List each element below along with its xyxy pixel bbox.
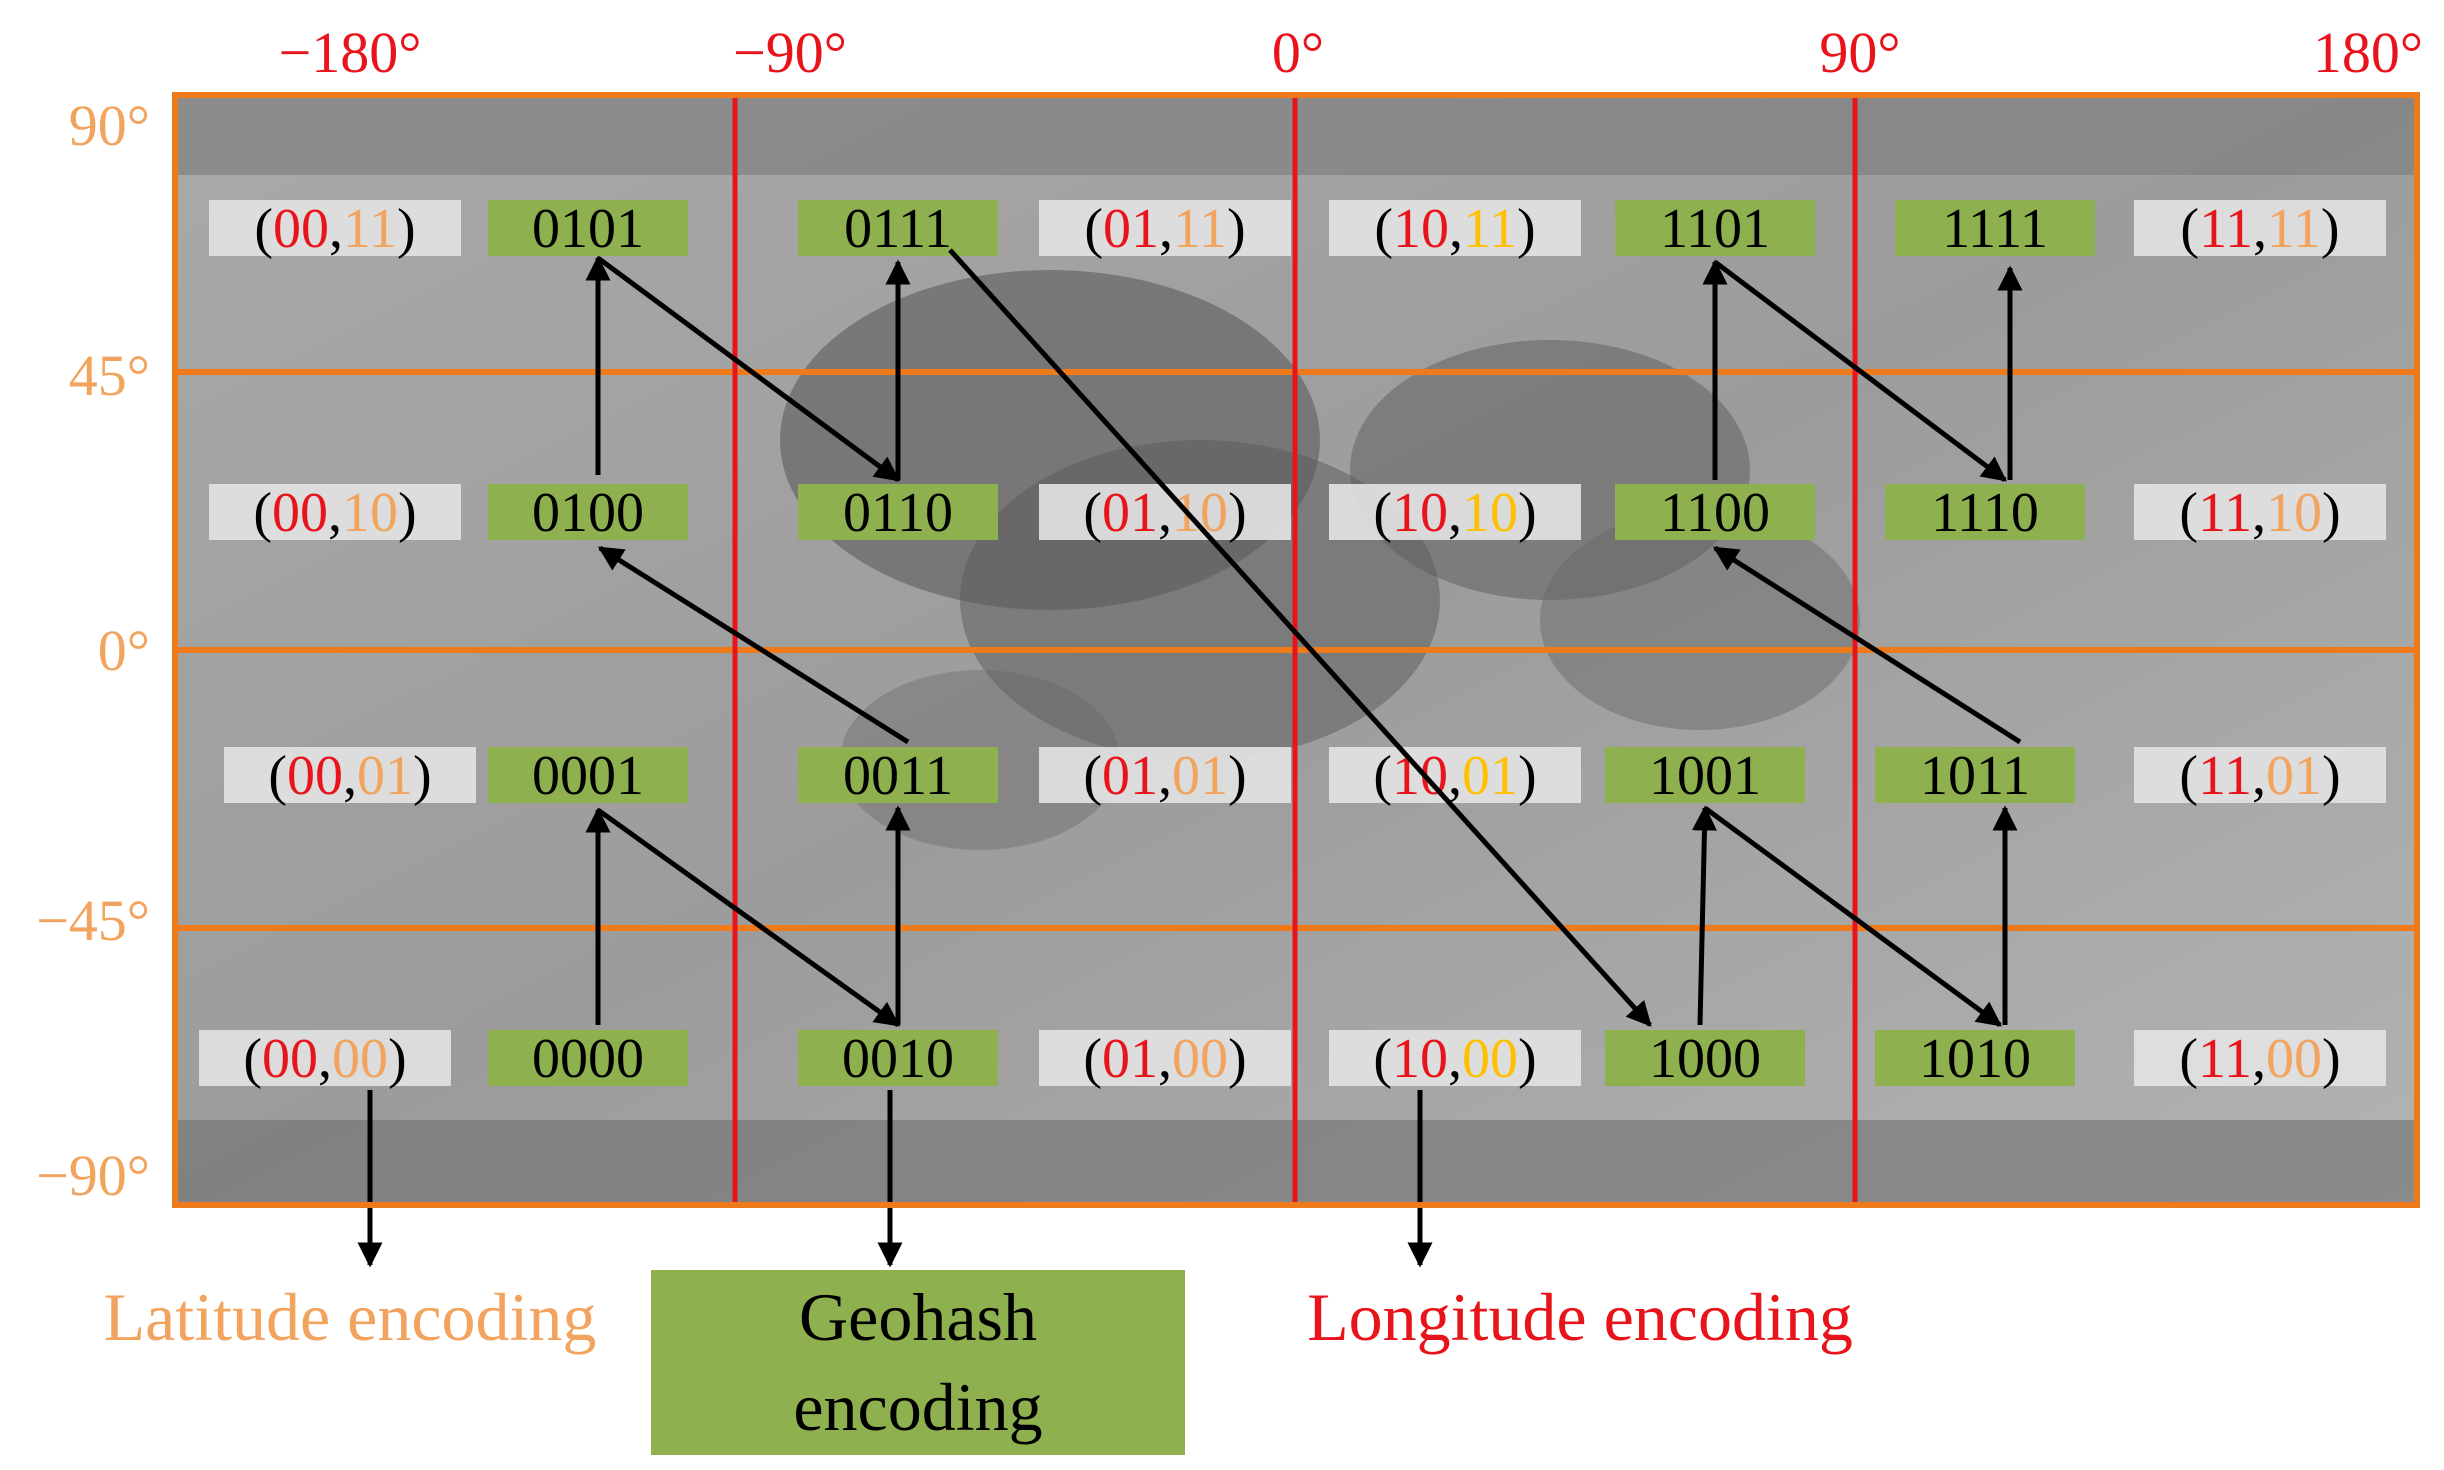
encoding-pair-text: (00,11) [254, 198, 415, 260]
encoding-pair-box: (10,00) [1329, 1028, 1581, 1090]
z-order-arrows [585, 248, 2023, 1028]
longitude-tick-label: 0° [1272, 20, 1324, 85]
geohash-code-box: 0011 [798, 745, 998, 807]
geohash-codes: 0101 0111 1101 1111 0100 0110 1100 1110 0001 0011… [488, 198, 2095, 1090]
geohash-code-text: 0111 [844, 198, 952, 260]
traversal-arrow [1712, 545, 2022, 745]
latitude-tick-label: −90° [36, 1143, 150, 1208]
geohash-code-box: 1000 [1605, 1028, 1805, 1090]
geohash-code-box: 0110 [798, 482, 998, 544]
geohash-code-text: 1100 [1660, 482, 1770, 544]
encoding-pair-text: (00,00) [243, 1028, 406, 1090]
encoding-pair-box: (00,01) [224, 745, 476, 807]
encoding-pair-text: (10,01) [1373, 745, 1536, 807]
encoding-pair-text: (01,11) [1084, 198, 1245, 260]
encoding-pair-box: (00,10) [209, 482, 461, 544]
encoding-pair-box: (10,11) [1329, 198, 1581, 260]
latitude-axis: 90° 45° 0° −45° −90° [36, 93, 150, 1208]
longitude-tick-label: 180° [2313, 20, 2423, 85]
encoding-pair-text: (11,01) [2179, 745, 2340, 807]
latitude-tick-label: 0° [98, 618, 150, 683]
geohash-code-box: 1011 [1875, 745, 2075, 807]
geohash-code-text: 0010 [842, 1028, 954, 1090]
traversal-arrow [1713, 260, 2007, 482]
geohash-code-box: 0101 [488, 198, 688, 260]
geohash-code-box: 0010 [798, 1028, 998, 1090]
longitude-encoding-label: Longitude encoding [1307, 1279, 1853, 1355]
geohash-encoding-label-line1: Geohash [799, 1279, 1037, 1355]
encoding-pair-text: (11,00) [2179, 1028, 2340, 1090]
geohash-code-box: 1001 [1605, 745, 1805, 807]
encoding-pair-text: (01,00) [1083, 1028, 1246, 1090]
encoding-pair-box: (01,11) [1039, 198, 1291, 260]
encoding-pair-text: (00,01) [268, 745, 431, 807]
latitude-tick-label: 90° [69, 93, 150, 158]
geohash-code-box: 0100 [488, 482, 688, 544]
longitude-axis: −180° −90° 0° 90° 180° [279, 20, 2424, 85]
geohash-code-box: 1010 [1875, 1028, 2075, 1090]
encoding-pair-box: (01,10) [1039, 482, 1291, 544]
geohash-code-box: 1100 [1615, 482, 1815, 544]
encoding-pair-box: (00,00) [199, 1028, 451, 1090]
encoding-pair-box: (00,11) [209, 198, 461, 260]
traversal-arrow [1703, 805, 2003, 1028]
traversal-arrow [596, 807, 901, 1028]
geohash-code-text: 1000 [1649, 1028, 1761, 1090]
geohash-code-text: 0000 [532, 1028, 644, 1090]
traversal-arrow [948, 248, 1652, 1027]
encoding-pair-box: (10,01) [1329, 745, 1581, 807]
geohash-code-text: 1111 [1942, 198, 2048, 260]
geohash-legend-box [651, 1270, 1185, 1455]
legend: Latitude encoding Geohash encoding Longi… [104, 1090, 1853, 1455]
longitude-tick-label: −90° [733, 20, 847, 85]
geohash-code-text: 1011 [1920, 745, 2030, 807]
encoding-pair-box: (10,10) [1329, 482, 1581, 544]
geohash-code-text: 0110 [843, 482, 953, 544]
geohash-code-text: 1110 [1931, 482, 2039, 544]
geohash-code-box: 1101 [1615, 198, 1815, 260]
traversal-arrow [597, 545, 910, 745]
geohash-code-text: 0001 [532, 745, 644, 807]
longitude-tick-label: 90° [1819, 20, 1900, 85]
encoding-pair-text: (11,10) [2179, 482, 2340, 544]
encoding-pair-text: (01,10) [1083, 482, 1246, 544]
geohash-code-box: 1110 [1885, 482, 2085, 544]
traversal-arrow [596, 255, 901, 483]
geohash-code-text: 1001 [1649, 745, 1761, 807]
geohash-code-box: 0000 [488, 1028, 688, 1090]
encoding-pair-text: (10,00) [1373, 1028, 1536, 1090]
geohash-code-box: 0001 [488, 745, 688, 807]
encoding-pair-text: (10,10) [1373, 482, 1536, 544]
latitude-encoding-label: Latitude encoding [104, 1279, 597, 1355]
encoding-pair-box: (11,10) [2134, 482, 2386, 544]
encoding-pair-box: (11,00) [2134, 1028, 2386, 1090]
encoding-pair-text: (10,11) [1374, 198, 1535, 260]
encoding-pair-box: (11,11) [2134, 198, 2386, 260]
encoding-pairs: (00,11) (01,11) (10,11) (11,11) (00,10) (01,1… [199, 198, 2386, 1090]
geohash-encoding-label-line2: encoding [793, 1369, 1042, 1445]
encoding-pair-text: (01,01) [1083, 745, 1246, 807]
map-frame [172, 92, 2420, 1208]
geohash-code-text: 1101 [1660, 198, 1770, 260]
encoding-pair-text: (00,10) [253, 482, 416, 544]
encoding-pair-box: (01,01) [1039, 745, 1291, 807]
geohash-code-text: 0100 [532, 482, 644, 544]
geohash-code-text: 0101 [532, 198, 644, 260]
encoding-pair-text: (11,11) [2180, 198, 2339, 260]
latitude-tick-label: −45° [36, 888, 150, 953]
geohash-code-text: 0011 [843, 745, 953, 807]
traversal-arrow [1691, 805, 1717, 1026]
geohash-code-text: 1010 [1919, 1028, 2031, 1090]
geohash-code-box: 1111 [1895, 198, 2095, 260]
encoding-pair-box: (01,00) [1039, 1028, 1291, 1090]
encoding-pair-box: (11,01) [2134, 745, 2386, 807]
longitude-tick-label: −180° [279, 20, 422, 85]
geohash-code-box: 0111 [798, 198, 998, 260]
latitude-tick-label: 45° [69, 343, 150, 408]
